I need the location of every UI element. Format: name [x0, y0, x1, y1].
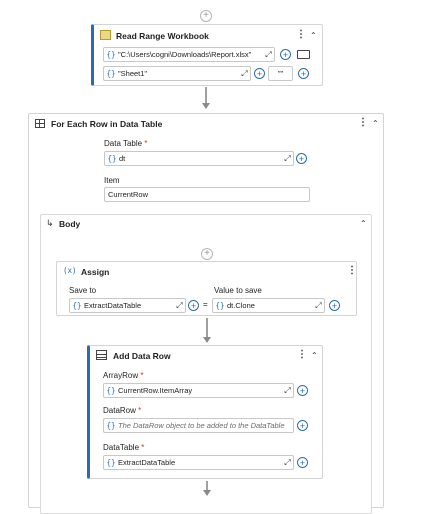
add-activity-button[interactable]: + — [201, 248, 213, 260]
expression-icon: {} — [106, 69, 116, 78]
add-variable-button[interactable]: + — [254, 68, 265, 79]
workbook-path-field[interactable]: {} "C:\Users\cogni\Downloads\Report.xlsx… — [103, 47, 275, 62]
expand-editor-icon[interactable]: ⤢ — [284, 153, 291, 163]
activity-title: Read Range Workbook — [116, 31, 209, 41]
more-options-icon[interactable]: ⋮ — [347, 265, 357, 276]
add-variable-button[interactable]: + — [280, 49, 291, 60]
connector-line — [205, 87, 207, 104]
collapse-icon[interactable]: ⌃ — [311, 351, 318, 360]
value-to-save-value: dt.Clone — [227, 301, 255, 310]
data-row-field[interactable]: {} The DataRow object to be added to the… — [103, 418, 294, 433]
data-table-value: ExtractDataTable — [118, 458, 176, 467]
value-to-save-label: Value to save — [214, 286, 262, 295]
sheet-name-field[interactable]: {} "Sheet1" ⤢ — [103, 66, 251, 81]
add-variable-button[interactable]: + — [297, 385, 308, 396]
sheet-name-value: "Sheet1" — [118, 69, 148, 78]
data-table-label: DataTable * — [103, 443, 145, 452]
collapse-icon[interactable]: ⌃ — [372, 119, 379, 128]
assign-activity[interactable]: (x) Assign ⋮ Save to Value to save {} Ex… — [56, 261, 357, 316]
add-data-row-activity[interactable]: Add Data Row ⋮ ⌃ ArrayRow * {} CurrentRo… — [87, 345, 323, 479]
expression-icon: {} — [106, 50, 116, 59]
activity-title: Assign — [81, 267, 110, 277]
data-row-icon — [96, 350, 107, 360]
data-table-value: dt — [119, 154, 126, 163]
range-value: "" — [277, 69, 284, 78]
expand-editor-icon[interactable]: ⤢ — [315, 300, 322, 310]
data-row-placeholder: The DataRow object to be added to the Da… — [118, 421, 285, 430]
activity-title: Add Data Row — [113, 351, 171, 361]
data-row-label: DataRow * — [103, 406, 142, 415]
value-to-save-field[interactable]: {} dt.Clone ⤢ — [212, 298, 325, 313]
add-variable-button[interactable]: + — [297, 420, 308, 431]
array-row-value: CurrentRow.ItemArray — [118, 386, 193, 395]
data-table-field[interactable]: {} ExtractDataTable ⤢ — [103, 455, 294, 470]
item-label: Item — [104, 176, 120, 185]
add-activity-top-button[interactable]: + — [200, 10, 212, 22]
save-to-value: ExtractDataTable — [84, 301, 142, 310]
collapse-icon[interactable]: ⌃ — [310, 31, 317, 40]
activity-title: For Each Row in Data Table — [51, 119, 163, 129]
expression-icon: {} — [106, 386, 116, 395]
more-options-icon[interactable]: ⋮ — [297, 349, 307, 360]
expression-icon: {} — [106, 458, 116, 467]
expression-icon: {} — [215, 301, 225, 310]
body-title: Body — [59, 219, 81, 229]
item-field[interactable]: CurrentRow — [104, 187, 310, 202]
expand-editor-icon[interactable]: ⤢ — [284, 457, 291, 467]
add-variable-button[interactable]: + — [298, 68, 309, 79]
data-table-field[interactable]: {} dt ⤢ — [104, 151, 294, 166]
connector-arrow — [203, 490, 211, 496]
variable-icon: (x) — [63, 266, 77, 275]
body-container[interactable]: ↳ Body ⌃ + (x) Assign ⋮ Save to Value to… — [40, 214, 372, 514]
connector-line — [206, 481, 208, 491]
expression-icon: {} — [107, 154, 117, 163]
collapse-icon[interactable]: ⌃ — [360, 219, 367, 228]
for-each-row-activity[interactable]: For Each Row in Data Table ⋮ ⌃ Data Tabl… — [28, 113, 384, 514]
workbook-path-value: "C:\Users\cogni\Downloads\Report.xlsx" — [118, 50, 252, 59]
equals-sign: = — [203, 300, 208, 309]
connector-arrow — [203, 337, 211, 343]
expand-editor-icon[interactable]: ⤢ — [241, 68, 248, 78]
save-to-field[interactable]: {} ExtractDataTable ⤢ — [69, 298, 186, 313]
add-variable-button[interactable]: + — [296, 153, 307, 164]
item-value: CurrentRow — [108, 190, 149, 199]
expand-editor-icon[interactable]: ⤢ — [284, 385, 291, 395]
add-variable-button[interactable]: + — [329, 300, 340, 311]
array-row-label: ArrayRow * — [103, 371, 144, 380]
folder-icon[interactable] — [297, 50, 310, 59]
expression-icon: {} — [72, 301, 82, 310]
excel-icon — [100, 30, 111, 40]
connector-line — [206, 318, 208, 338]
read-range-workbook-activity[interactable]: Read Range Workbook ⋮ ⌃ {} "C:\Users\cog… — [91, 24, 323, 86]
expand-editor-icon[interactable]: ⤢ — [176, 300, 183, 310]
more-options-icon[interactable]: ⋮ — [296, 29, 306, 40]
more-options-icon[interactable]: ⋮ — [358, 117, 368, 128]
range-field[interactable]: "" — [268, 66, 293, 81]
data-table-label: Data Table * — [104, 139, 148, 148]
connector-arrow — [202, 103, 210, 109]
add-variable-button[interactable]: + — [188, 300, 199, 311]
add-variable-button[interactable]: + — [297, 457, 308, 468]
array-row-field[interactable]: {} CurrentRow.ItemArray ⤢ — [103, 383, 294, 398]
body-return-icon: ↳ — [46, 218, 54, 228]
table-icon — [35, 119, 45, 128]
expression-icon: {} — [106, 421, 116, 430]
save-to-label: Save to — [69, 286, 97, 295]
expand-editor-icon[interactable]: ⤢ — [265, 49, 272, 59]
